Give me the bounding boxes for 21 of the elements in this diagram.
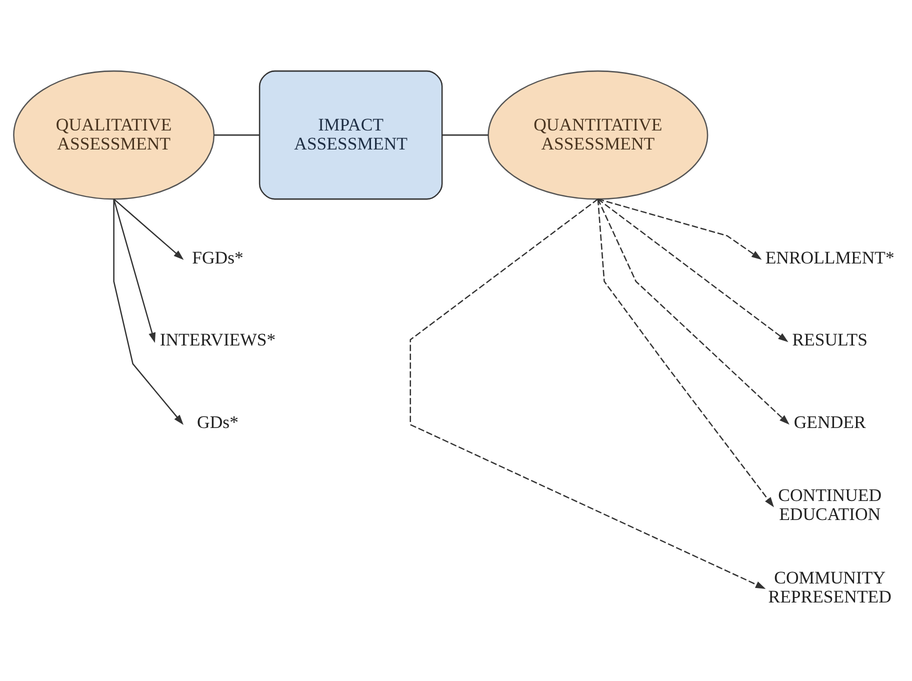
node-text: GDs* (197, 412, 238, 432)
node-ellipse: QUALITATIVE ASSESSMENT (13, 70, 215, 200)
arrow (410, 198, 766, 588)
node-ellipse: QUANTITATIVE ASSESSMENT (488, 70, 708, 200)
arrow (598, 198, 788, 342)
arrow (597, 198, 774, 507)
connector (214, 134, 260, 136)
arrow (597, 198, 790, 424)
arrow (598, 198, 762, 260)
connector (442, 134, 488, 136)
node-text: ENROLLMENT* (765, 246, 894, 267)
node-text: FGDs* (192, 246, 244, 267)
arrow (113, 198, 184, 260)
node-text: GENDER (794, 412, 866, 432)
node-text: RESULTS (792, 329, 868, 350)
arrow (113, 198, 184, 424)
arrow (113, 198, 156, 342)
node-text: CONTINUED EDUCATION (778, 484, 882, 524)
node-box: IMPACT ASSESSMENT (258, 70, 443, 200)
node-text: INTERVIEWS* (160, 329, 276, 350)
node-text: COMMUNITY REPRESENTED (768, 566, 892, 606)
